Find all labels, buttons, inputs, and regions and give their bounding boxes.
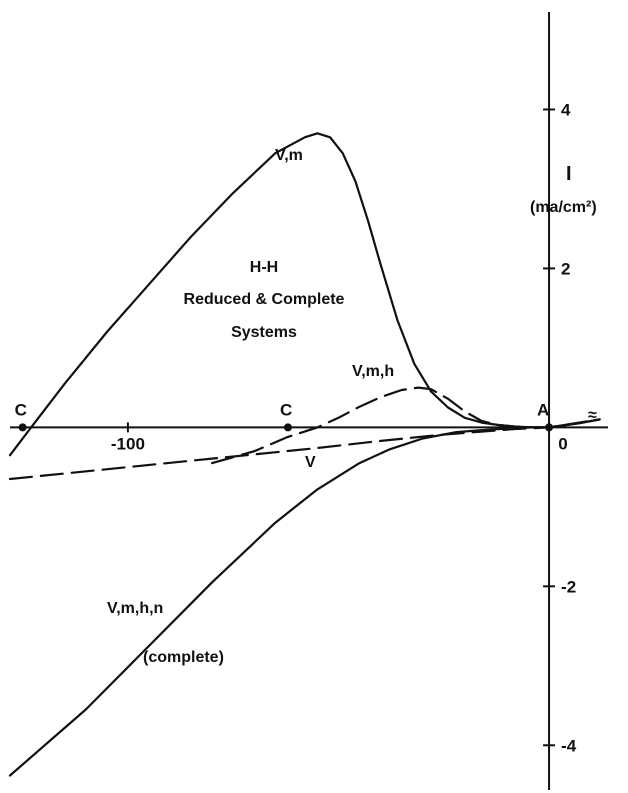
- chart-subtitle-line-1: Reduced & Complete: [184, 291, 345, 308]
- chart-subtitle-line-2: Systems: [231, 324, 297, 341]
- y-tick-label: -2: [561, 577, 576, 596]
- y-tick-label: 4: [561, 100, 571, 119]
- y-axis-unit: (ma/cm²): [530, 199, 597, 216]
- point-marker: [545, 423, 554, 432]
- point-marker: [283, 423, 292, 432]
- axes: [10, 12, 608, 790]
- series-label-v-m-h: V,m,h: [352, 363, 394, 380]
- point-label: A: [537, 400, 549, 419]
- series-label-complete: (complete): [143, 649, 224, 666]
- x-axis-end-symbol: ≈: [588, 407, 597, 424]
- x-tick-label: -100: [111, 434, 145, 453]
- y-tick-label: -4: [561, 736, 577, 755]
- y-axis-title: I: [566, 163, 572, 185]
- point-label: C: [280, 400, 292, 419]
- x-tick-label: 0: [558, 434, 567, 453]
- series-line-4: [8, 418, 601, 777]
- point-label: C: [15, 400, 27, 419]
- y-tick-label: 2: [561, 259, 570, 278]
- series-label-v: V: [305, 454, 316, 471]
- point-marker: [18, 423, 27, 432]
- series-label-v-m-h-n: V,m,h,n: [107, 600, 163, 617]
- series-label-v-m: V,m: [275, 147, 303, 164]
- chart-title: H-H: [250, 259, 278, 276]
